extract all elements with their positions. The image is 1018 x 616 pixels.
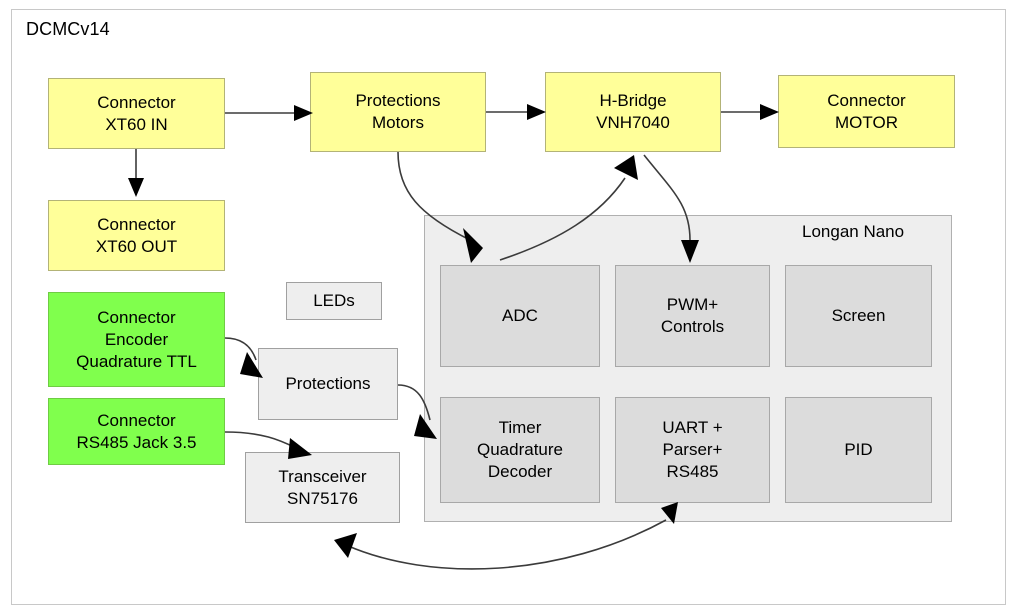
- node-leds[interactable]: LEDs: [286, 282, 382, 320]
- mcu-block-pwm-controls[interactable]: PWM+ Controls: [615, 265, 770, 367]
- mcu-block-uart-parser-rs485[interactable]: UART + Parser+ RS485: [615, 397, 770, 503]
- node-connector-xt60-in[interactable]: Connector XT60 IN: [48, 78, 225, 149]
- node-connector-motor[interactable]: Connector MOTOR: [778, 75, 955, 148]
- node-connector-xt60-out[interactable]: Connector XT60 OUT: [48, 200, 225, 271]
- node-protections[interactable]: Protections: [258, 348, 398, 420]
- mcu-group-label: Longan Nano: [802, 222, 905, 241]
- mcu-block-screen[interactable]: Screen: [785, 265, 932, 367]
- mcu-block-adc[interactable]: ADC: [440, 265, 600, 367]
- node-transceiver-sn75176[interactable]: Transceiver SN75176: [245, 452, 400, 523]
- node-connector-encoder-quadrature-ttl[interactable]: Connector Encoder Quadrature TTL: [48, 292, 225, 387]
- node-connector-rs485-jack[interactable]: Connector RS485 Jack 3.5: [48, 398, 225, 465]
- node-h-bridge-vnh7040[interactable]: H-Bridge VNH7040: [545, 72, 721, 152]
- diagram-title: DCMCv14: [26, 19, 110, 39]
- mcu-block-timer-quadrature-decoder[interactable]: Timer Quadrature Decoder: [440, 397, 600, 503]
- node-protections-motors[interactable]: Protections Motors: [310, 72, 486, 152]
- mcu-block-pid[interactable]: PID: [785, 397, 932, 503]
